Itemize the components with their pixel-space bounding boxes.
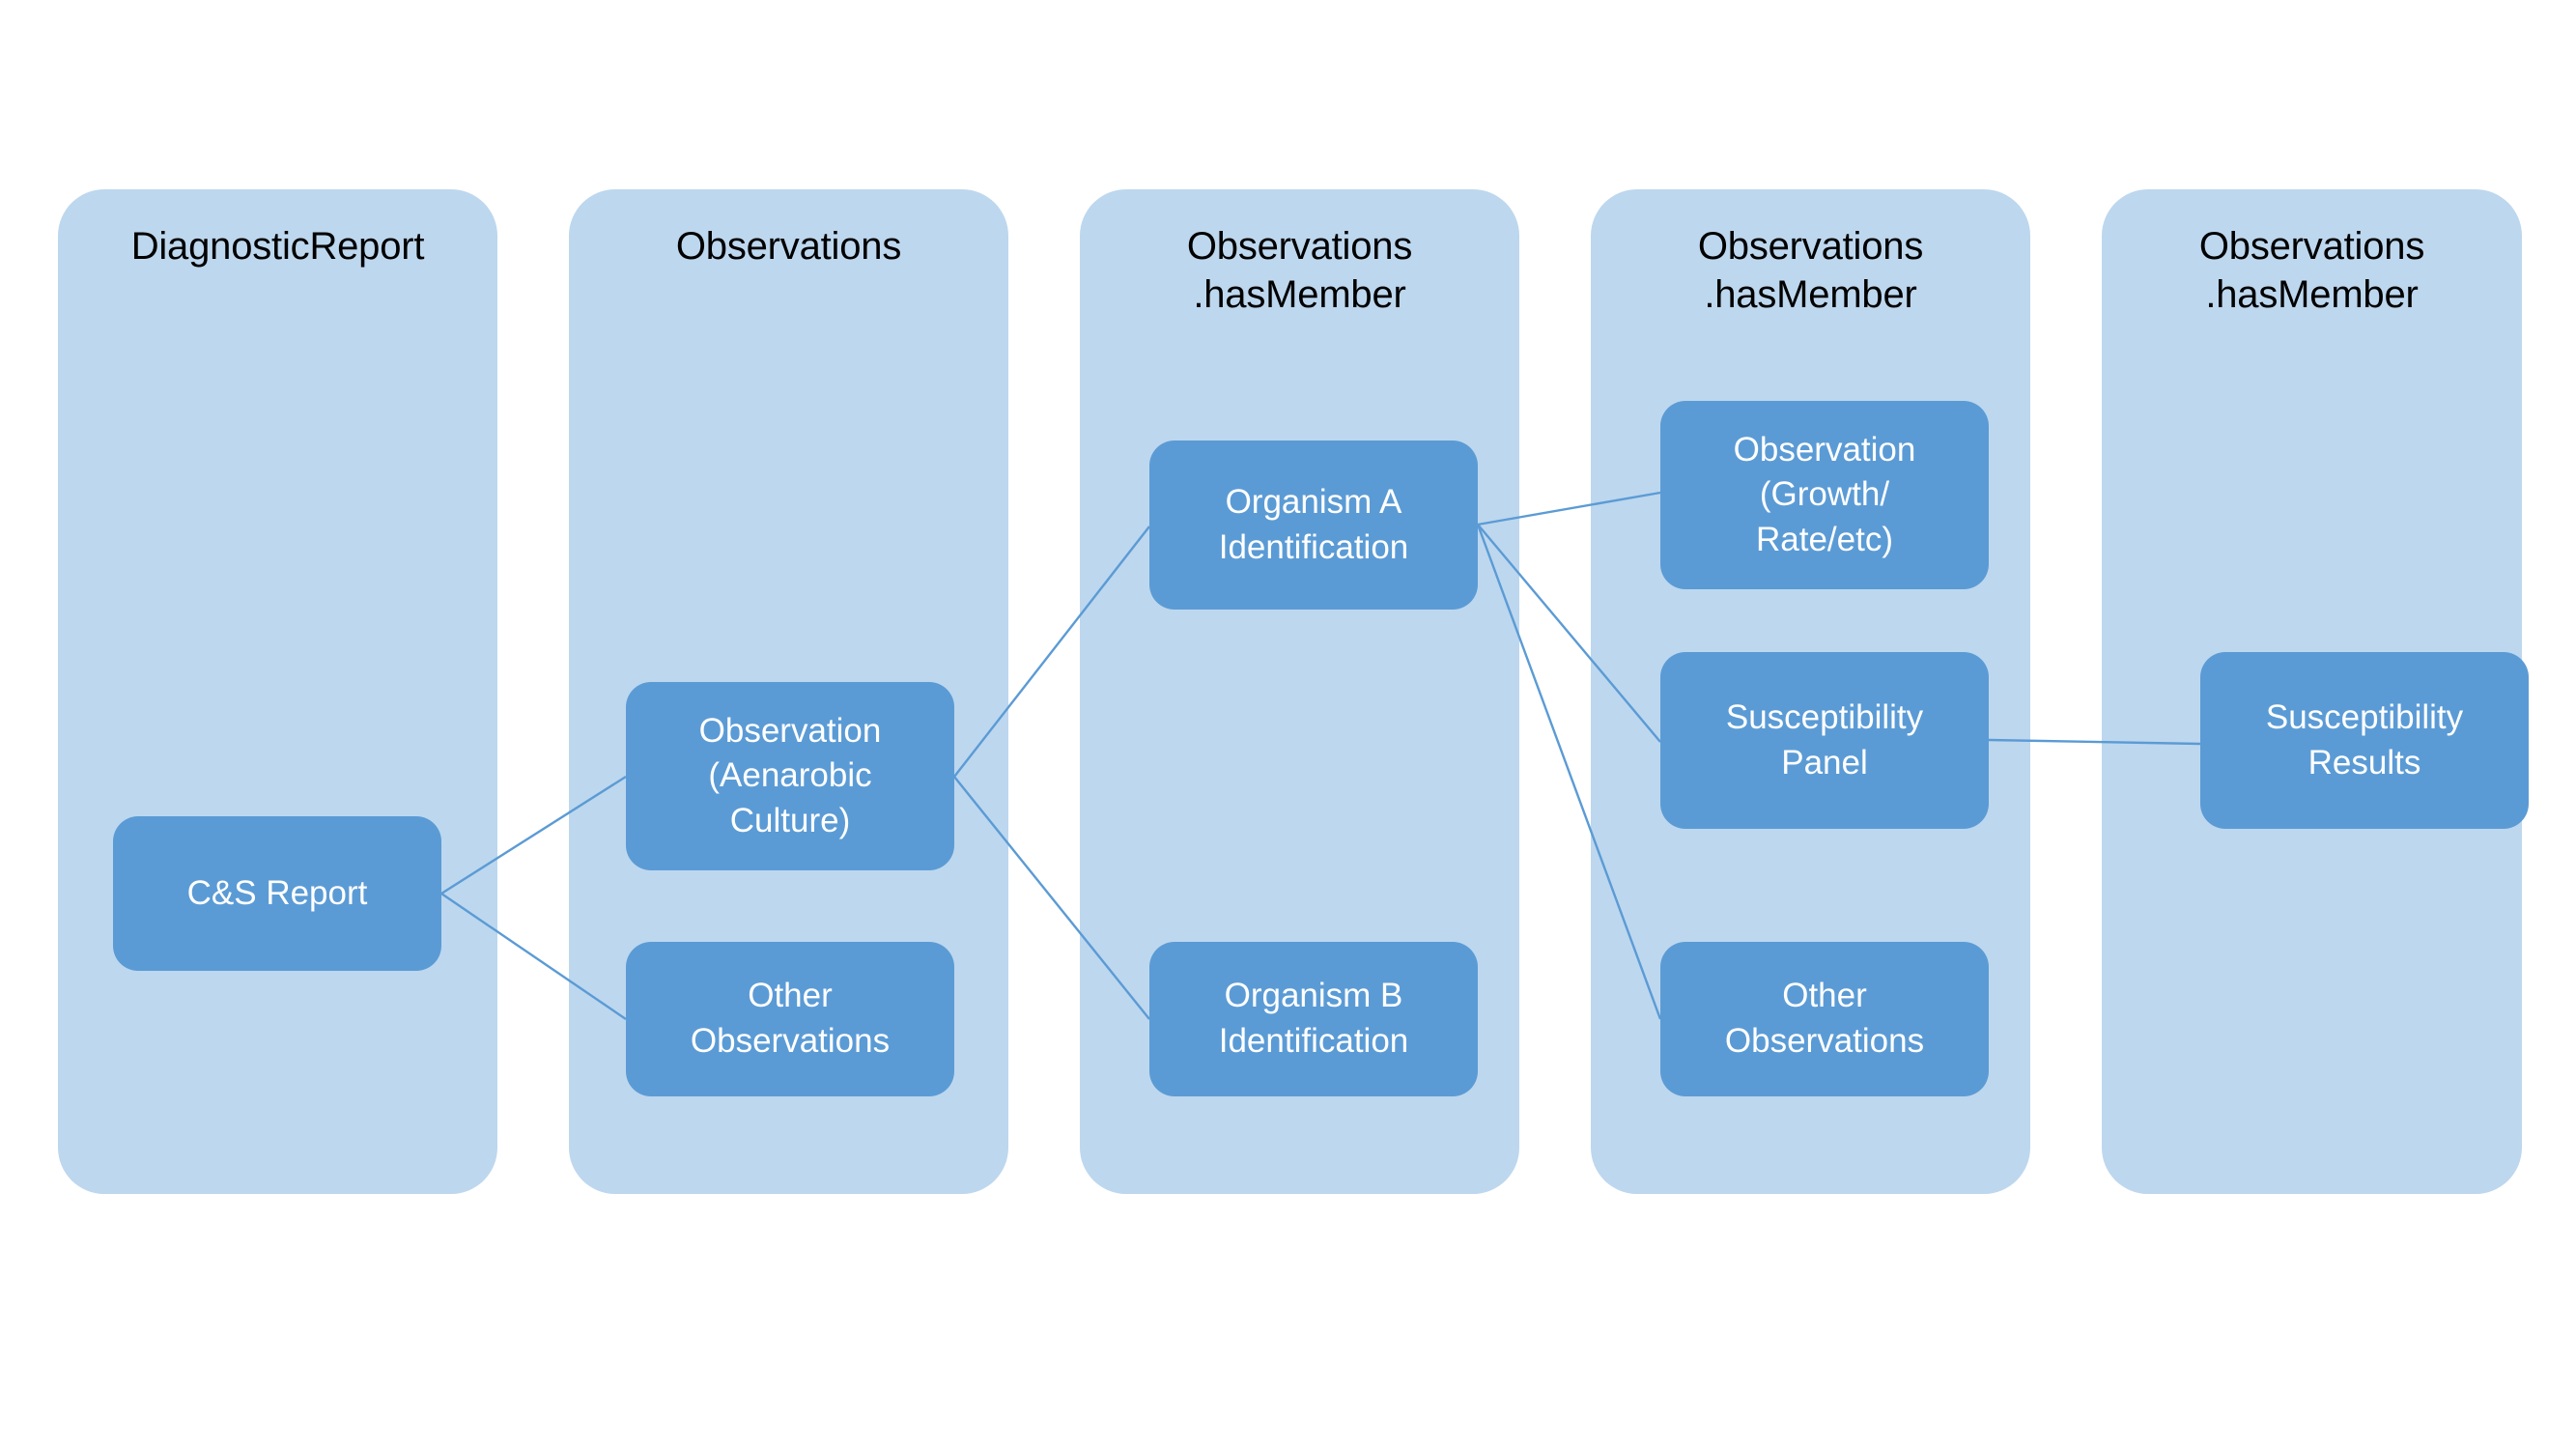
node-label-other-observations-col4: Other Observations (1724, 977, 1925, 1060)
node-observation-growth-rate[interactable]: Observation (Growth/ Rate/etc) (1660, 401, 1989, 589)
node-susceptibility-results[interactable]: Susceptibility Results (2200, 652, 2529, 829)
lane-title-observations: Observations (675, 225, 902, 268)
node-label-organism-a-identification: Organism A Identification (1218, 482, 1409, 566)
node-organism-b-identification[interactable]: Organism B Identification (1149, 942, 1478, 1096)
node-other-observations-col4[interactable]: Other Observations (1660, 942, 1989, 1096)
node-other-observations-col2[interactable]: Other Observations (626, 942, 954, 1096)
node-label-susceptibility-panel: Susceptibility Panel (1725, 697, 1924, 781)
node-label-observation-growth-rate: Observation (Growth/ Rate/etc) (1733, 430, 1916, 558)
lane-title-diagnosticreport: DiagnosticReport (130, 225, 425, 268)
lane-title-observations-hasmember-2: Observations .hasMember (1697, 225, 1924, 317)
node-susceptibility-panel[interactable]: Susceptibility Panel (1660, 652, 1989, 829)
node-label-cs-report: C&S Report (186, 873, 368, 912)
node-label-other-observations-col2: Other Observations (690, 977, 891, 1060)
node-organism-a-identification[interactable]: Organism A Identification (1149, 440, 1478, 610)
node-cs-report[interactable]: C&S Report (113, 816, 441, 971)
node-label-organism-b-identification: Organism B Identification (1218, 977, 1409, 1060)
lane-diagnosticreport: DiagnosticReport (58, 189, 497, 1194)
lane-title-observations-hasmember-1: Observations .hasMember (1186, 225, 1413, 317)
lane-title-observations-hasmember-3: Observations .hasMember (2198, 225, 2425, 317)
node-label-susceptibility-results: Susceptibility Results (2265, 697, 2464, 781)
node-observation-aenarobic-culture[interactable]: Observation (Aenarobic Culture) (626, 682, 954, 870)
node-label-observation-aenarobic-culture: Observation (Aenarobic Culture) (698, 711, 882, 839)
